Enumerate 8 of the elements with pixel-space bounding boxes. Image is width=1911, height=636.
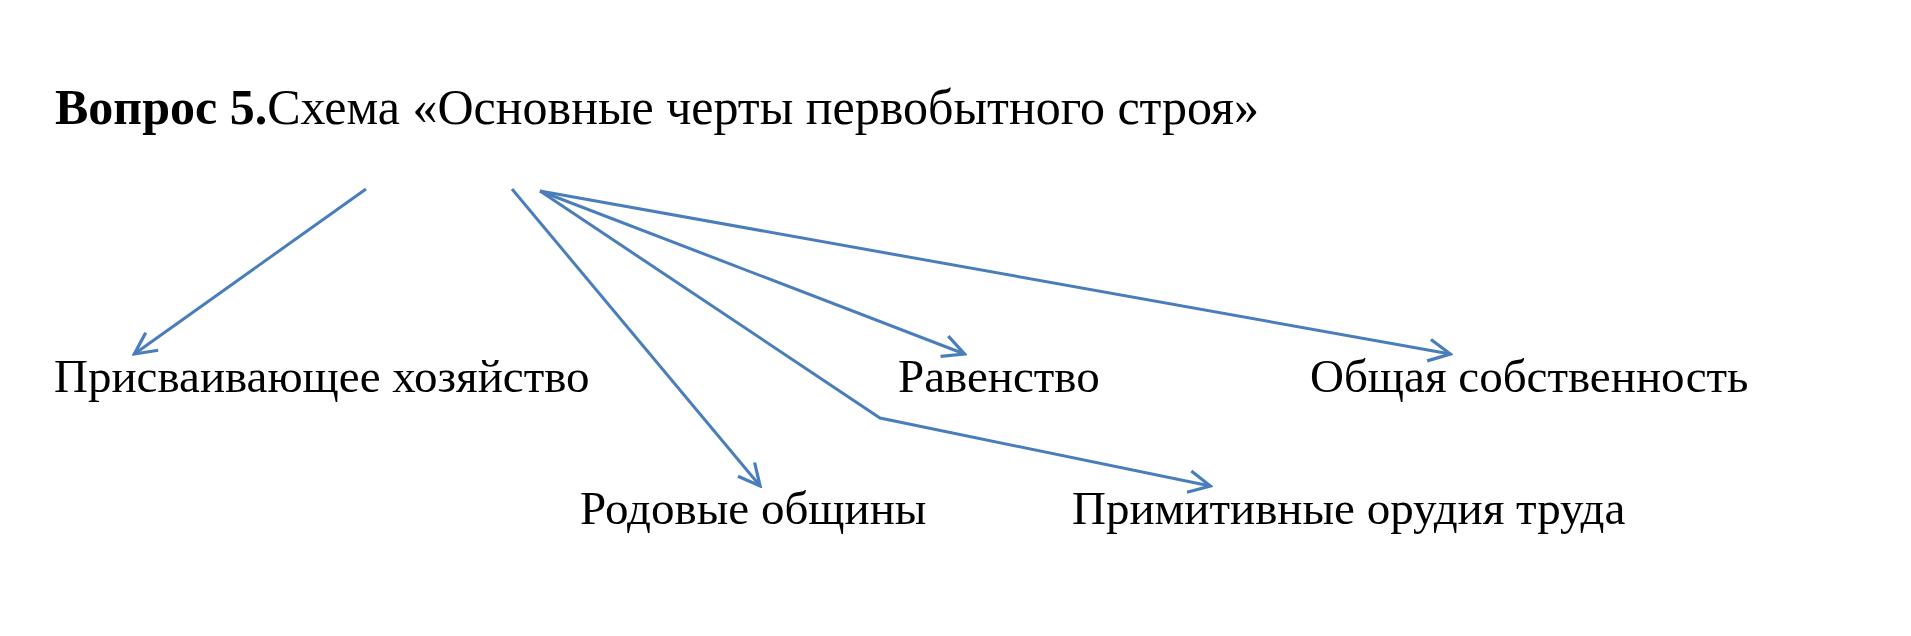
feature-label: Равенство <box>898 352 1100 402</box>
feature-label: Общая собственность <box>1310 352 1749 402</box>
feature-label: Родовые общины <box>580 484 927 534</box>
feature-label: Присваивающее хозяйство <box>54 352 590 402</box>
feature-label: Примитивные орудия труда <box>1072 484 1626 534</box>
arrow <box>510 188 762 488</box>
arrow <box>539 189 1452 363</box>
arrow <box>132 187 367 356</box>
